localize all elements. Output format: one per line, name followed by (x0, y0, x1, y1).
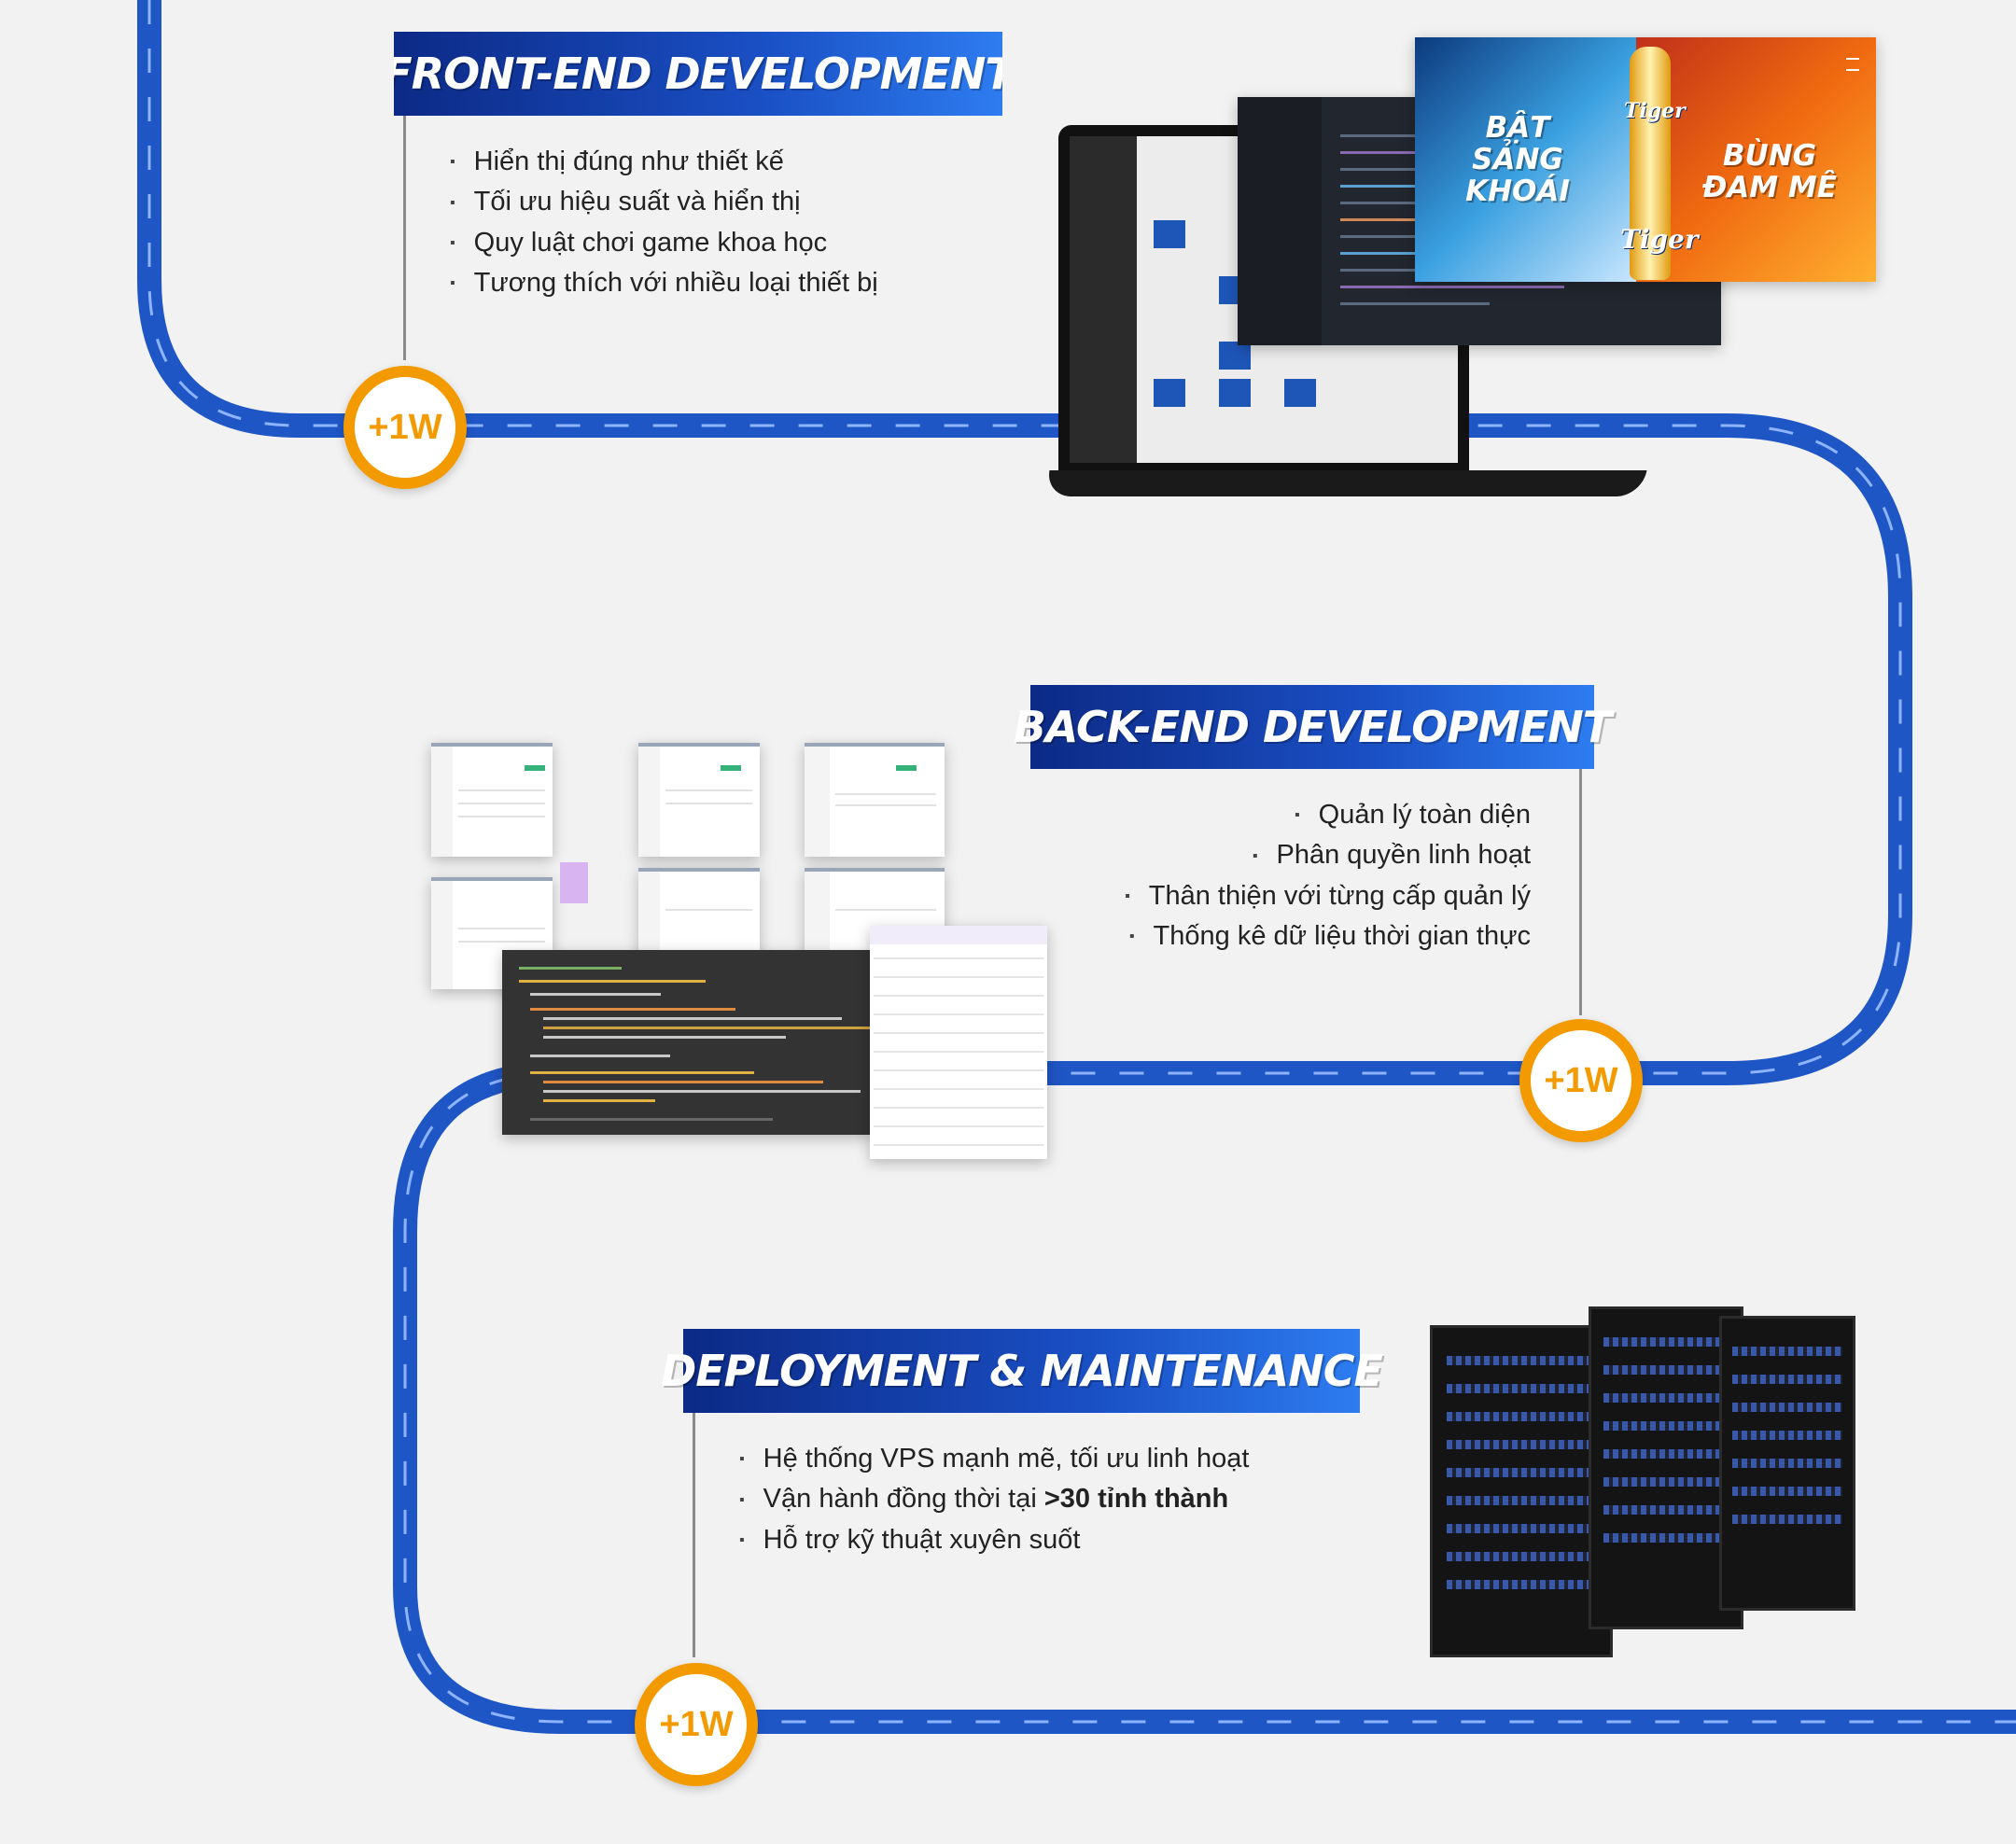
backend-duration-badge: +1W (1519, 1019, 1643, 1142)
list-item: Hệ thống VPS mạnh mẽ, tối ưu linh hoạt (739, 1439, 1250, 1479)
badge-label: +1W (1544, 1060, 1618, 1100)
list-item: Thân thiện với từng cấp quản lý (1125, 876, 1531, 916)
frontend-title: FRONT-END DEVELOPMENT (383, 49, 1014, 99)
badge-label: +1W (368, 407, 442, 447)
tiger-logo: Tiger (1624, 99, 1686, 123)
backend-connector (1579, 769, 1582, 1015)
tiger-logo: Tiger (1620, 224, 1699, 255)
backend-title: BACK-END DEVELOPMENT (1013, 702, 1612, 752)
badge-label: +1W (659, 1704, 734, 1744)
deployment-title-banner: DEPLOYMENT & MAINTENANCE (661, 1329, 1383, 1413)
ad-left-text: BẬT SẢNG KHOÁI (1465, 111, 1570, 208)
deployment-duration-badge: +1W (635, 1663, 758, 1786)
frontend-connector (403, 116, 406, 360)
menu-icon (1846, 58, 1859, 71)
server-rack-image (1430, 1306, 1869, 1659)
frontend-feature-list: Hiển thị đúng như thiết kế Tối ưu hiệu s… (450, 142, 878, 303)
list-item: Phân quyền linh hoạt (1125, 835, 1532, 875)
backend-title-banner: BACK-END DEVELOPMENT (1014, 685, 1612, 769)
php-code-snippet (502, 950, 874, 1135)
list-item: Quy luật chơi game khoa học (450, 223, 878, 263)
frontend-title-banner: FRONT-END DEVELOPMENT (394, 32, 1002, 116)
beer-bottle-icon (1630, 47, 1671, 280)
list-item: Vận hành đồng thời tại >30 tỉnh thành (739, 1479, 1249, 1519)
permission-table (870, 926, 1047, 1159)
backend-feature-list: Quản lý toàn diện Phân quyền linh hoạt T… (1125, 795, 1531, 957)
list-item: Tối ưu hiệu suất và hiển thị (450, 182, 878, 222)
list-item: Thống kê dữ liệu thời gian thực (1125, 916, 1531, 957)
list-item: Hiển thị đúng như thiết kế (450, 142, 878, 182)
list-item: Quản lý toàn diện (1125, 795, 1531, 835)
list-item: Tương thích với nhiều loại thiết bị (450, 263, 878, 303)
deployment-title: DEPLOYMENT & MAINTENANCE (661, 1346, 1383, 1396)
frontend-duration-badge: +1W (343, 366, 467, 489)
deployment-feature-list: Hệ thống VPS mạnh mẽ, tối ưu linh hoạt V… (739, 1439, 1250, 1560)
deployment-connector (693, 1413, 695, 1657)
list-item: Hỗ trợ kỹ thuật xuyên suốt (739, 1520, 1249, 1560)
tiger-ad-banner: BẬT SẢNG KHOÁI BÙNG ĐAM MÊ Tiger Tiger (1415, 37, 1876, 282)
ad-right-text: BÙNG ĐAM MÊ (1702, 139, 1837, 204)
